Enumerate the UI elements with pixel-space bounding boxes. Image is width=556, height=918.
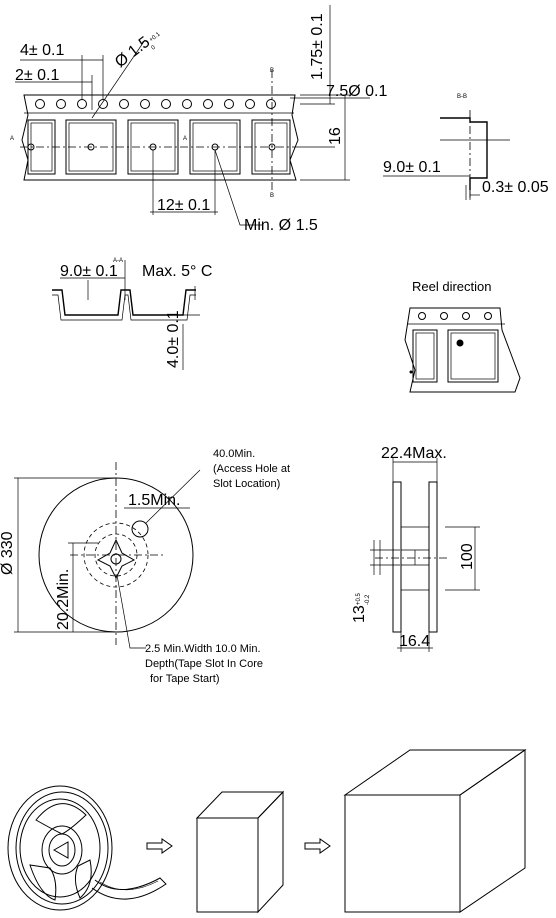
access-hole [131, 520, 149, 538]
section-bb-dim-9: 9.0± 0.1 [383, 159, 441, 176]
tape-top-labels: 4± 0.1 2± 0.1 Ø 1.5 +0.1 0 1.75± 0.1 7.5… [10, 13, 387, 234]
dim-hole-dia: Ø 1.5 [112, 34, 153, 72]
dim-pitch-4: 4± 0.1 [20, 42, 64, 59]
section-bb-dim-03: 0.3± 0.05 [482, 179, 549, 196]
dim-7-5: 7.5Ø 0.1 [326, 83, 387, 100]
reel-direction-sketch [404, 307, 521, 393]
note-slot-3: for Tape Start) [150, 673, 220, 685]
dim-20-2-min: 20.2Min. [55, 569, 72, 630]
direction-triangle-icon [52, 841, 69, 859]
dim-1-75: 1.75± 0.1 [309, 13, 326, 80]
note-slot-1: 2.5 Min.Width 10.0 Min. [145, 643, 261, 655]
section-bb-view [383, 110, 510, 200]
dim-hole-dia-tol-plus: +0.1 [149, 31, 163, 43]
section-aa-label: A-A [113, 258, 123, 264]
reel-side-flange-left [392, 481, 402, 633]
section-aa-dim-max5: Max. 5° C [142, 263, 212, 280]
tape-outline [21, 94, 299, 181]
dim-22-4-max: 22.4Max. [381, 445, 447, 462]
dim-13: 13 [351, 605, 368, 623]
dim-100: 100 [459, 543, 476, 570]
dim-330: Ø 330 [0, 531, 16, 575]
dim-hole-dia-tol-zero: 0 [151, 44, 158, 51]
inner-box-illustration [195, 790, 285, 914]
section-bb-label: B-B [457, 94, 467, 100]
section-aa-profile [52, 289, 196, 316]
dim-2: 2± 0.1 [15, 67, 59, 84]
outer-box-illustration [343, 749, 527, 913]
section-aa-view [52, 260, 200, 370]
label-b-bottom: B [270, 193, 274, 199]
sprocket-holes [35, 99, 276, 109]
dim-1-5-min: 1.5Min. [128, 492, 180, 509]
note-slot-2: Depth(Tape Slot In Core [145, 658, 263, 670]
section-aa-dim-9: 9.0± 0.1 [60, 263, 118, 280]
flow-arrow-1-icon [146, 838, 173, 854]
dim-min-1-5: Min. Ø 1.5 [244, 217, 318, 234]
dim-16-4: 16.4 [399, 633, 430, 650]
reel-direction-title: Reel direction [412, 279, 492, 294]
note-access-2: (Access Hole at [213, 463, 290, 475]
section-aa-dim-4: 4.0± 0.1 [165, 310, 182, 368]
label-a-mid: A [183, 136, 187, 142]
note-access-1: 40.0Min. [213, 448, 255, 460]
dim-12: 12± 0.1 [157, 197, 210, 214]
flow-arrow-2-icon [304, 838, 331, 854]
label-b-top: B [270, 68, 274, 74]
section-bb-profile [440, 117, 488, 190]
tape-top-view [15, 5, 370, 226]
dim-16: 16 [327, 127, 344, 145]
reel-illustration [7, 785, 167, 911]
dim-13-tol-plus: +0.5 [356, 592, 362, 605]
reel-front-view [14, 462, 201, 649]
label-a-left: A [10, 136, 14, 142]
reel-3d-outer [7, 785, 113, 911]
reel-side-flange-right [428, 481, 438, 633]
dim-13-tol-minus: -0.2 [365, 594, 371, 605]
note-access-3: Slot Location) [213, 478, 280, 490]
reel-side-view [370, 458, 480, 652]
